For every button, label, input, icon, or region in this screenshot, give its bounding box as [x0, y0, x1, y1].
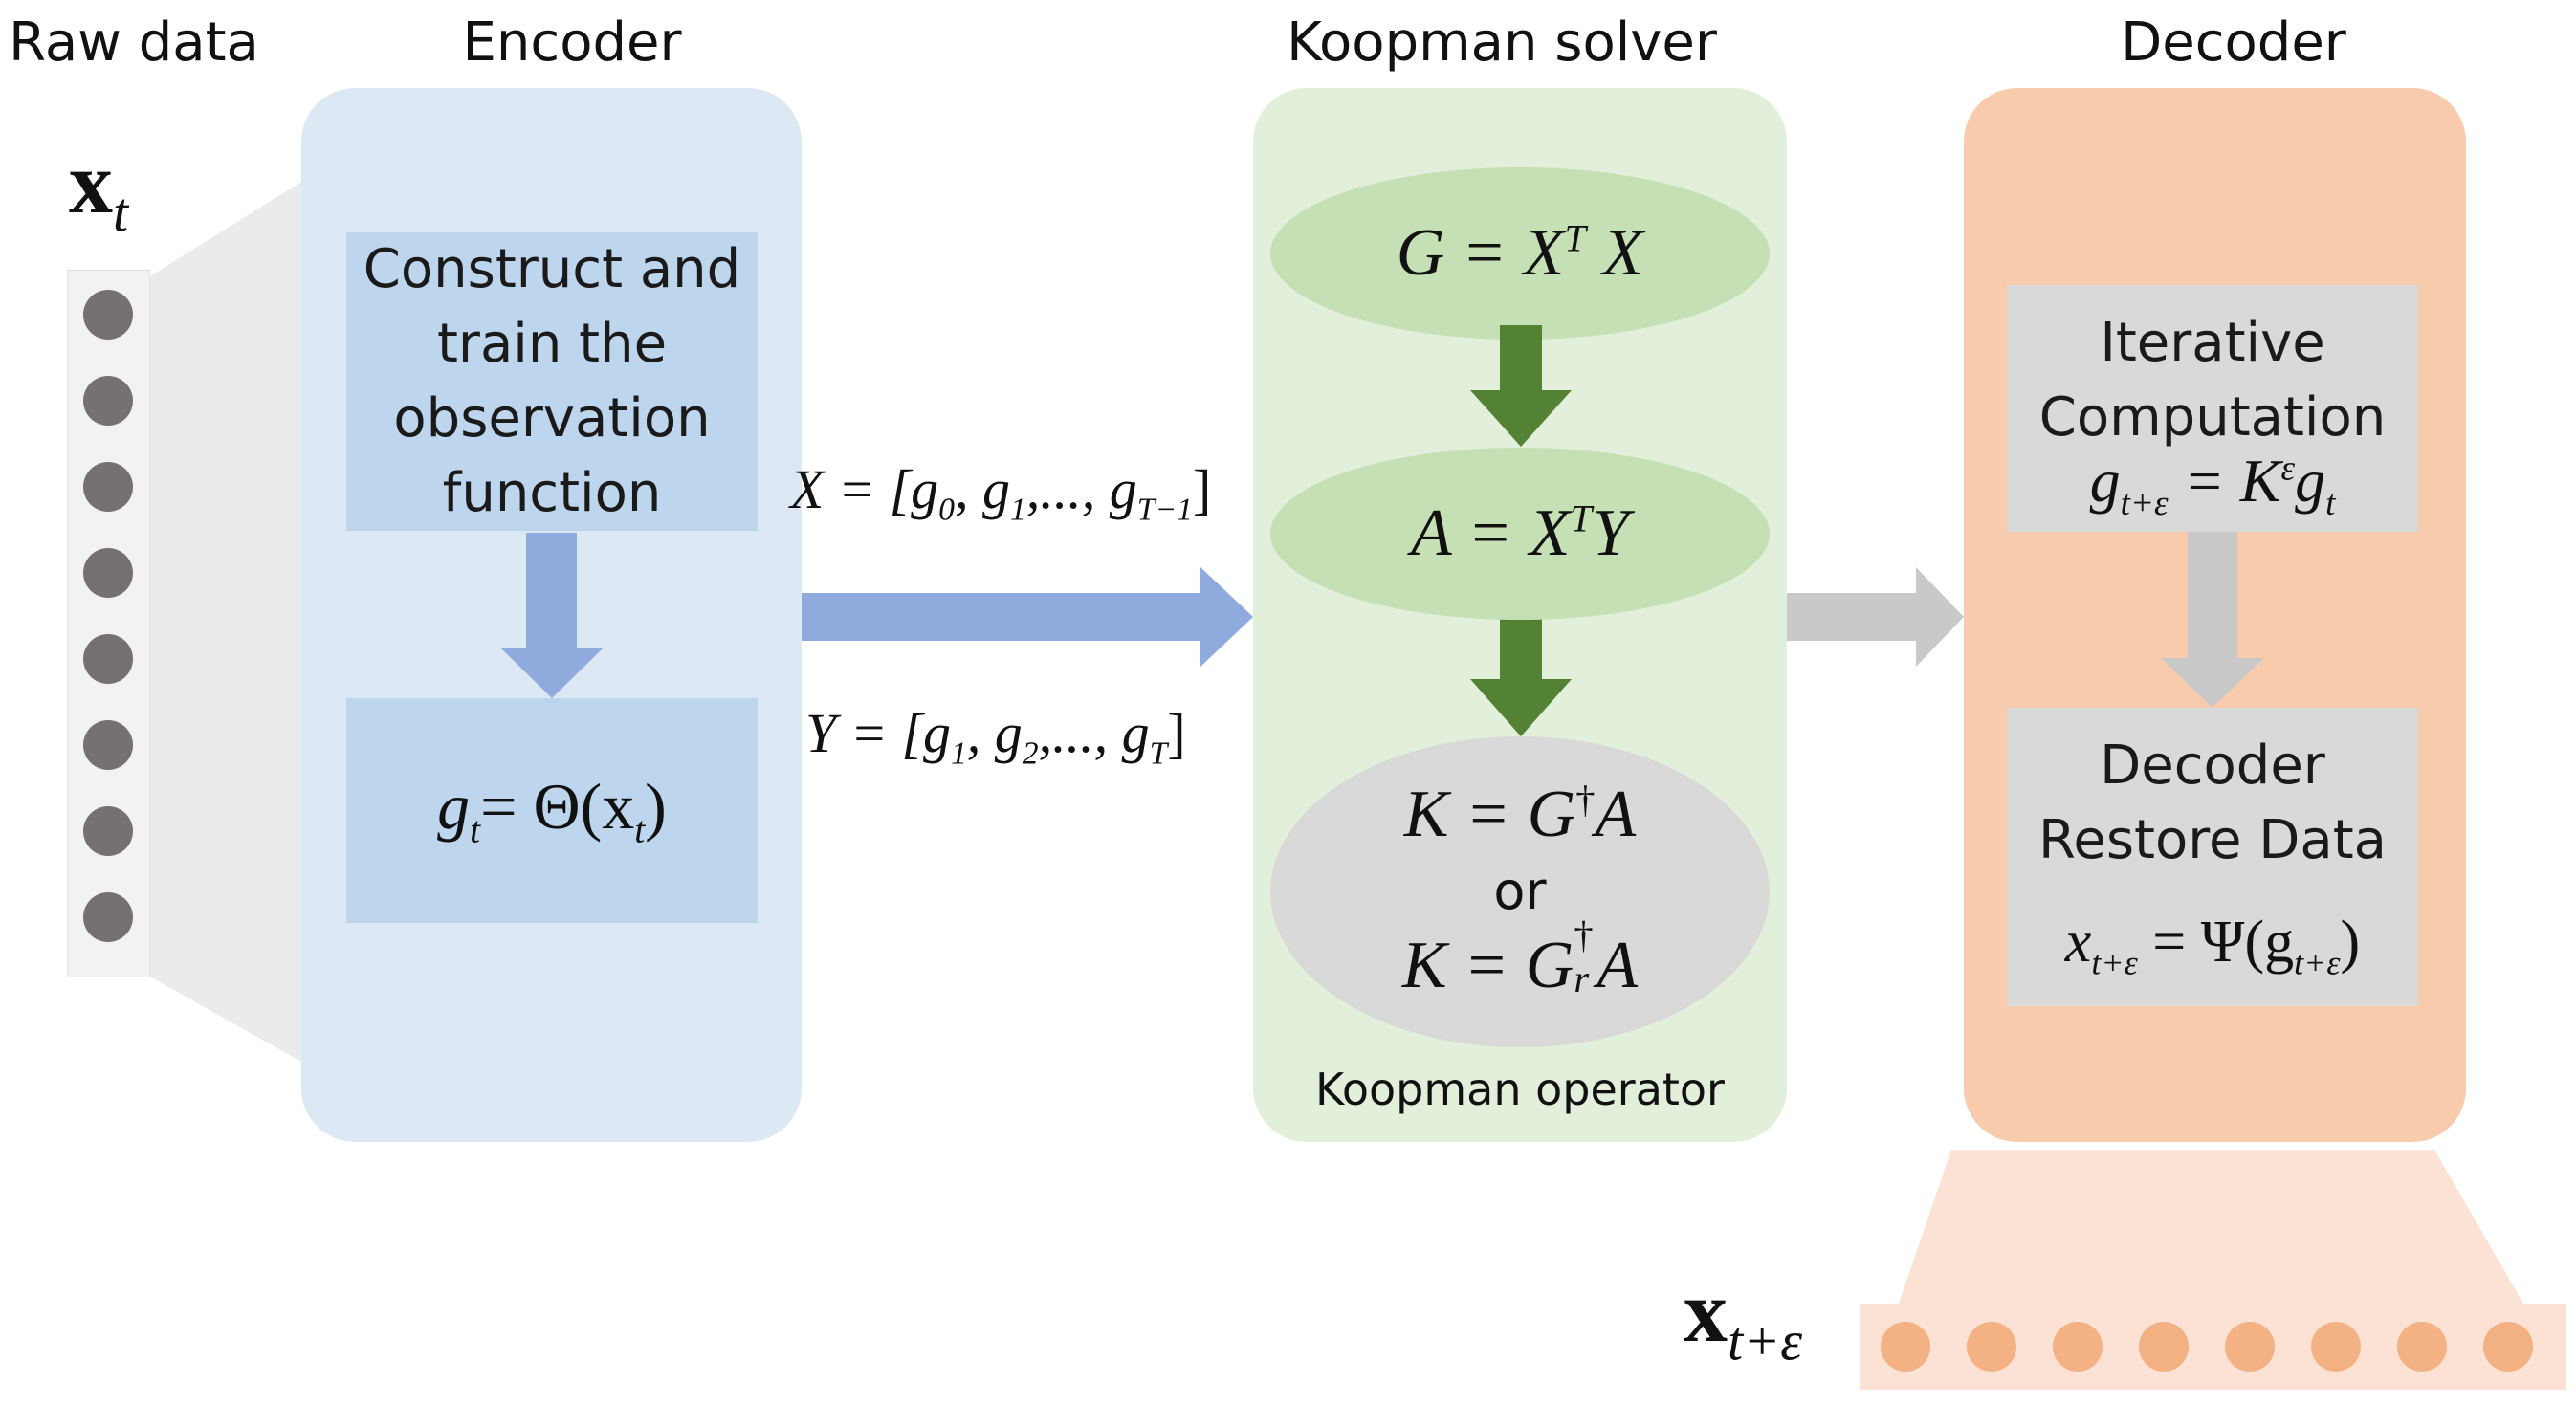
or-label: or	[1493, 861, 1547, 921]
output-node	[2053, 1322, 2103, 1372]
cross-matrix-ellipse: A = XTY	[1270, 448, 1770, 620]
koopman-to-decoder-arrow	[1787, 567, 1964, 667]
iterative-computation-box: Iterative Computation gt+ε = Kεgt	[2007, 285, 2418, 532]
input-node	[83, 376, 133, 426]
output-node	[2397, 1322, 2447, 1372]
input-node	[83, 634, 133, 684]
cross-matrix-formula: A = XTY	[1410, 496, 1629, 570]
output-trapezoid	[1899, 1150, 2523, 1304]
encoder-title: Encoder	[462, 11, 682, 74]
output-node	[2225, 1322, 2275, 1372]
decoder-formula: xt+ε = Ψ(gt+ε)	[2064, 910, 2361, 982]
input-vector-strip	[67, 270, 150, 977]
input-state-label: xt	[69, 134, 129, 244]
raw-data-title: Raw data	[9, 11, 259, 74]
decoder-title: Decoder	[2121, 11, 2346, 74]
encoder-construct-box: Construct and train the observation func…	[346, 232, 758, 531]
green-arrow-1	[1470, 325, 1572, 447]
gram-matrix-ellipse: G = XT X	[1270, 167, 1770, 340]
output-node	[2311, 1322, 2361, 1372]
input-node	[83, 806, 133, 856]
input-node	[83, 290, 133, 340]
output-node	[1881, 1322, 1930, 1372]
input-node	[83, 548, 133, 598]
input-node	[83, 720, 133, 770]
output-node	[1967, 1322, 2016, 1372]
decoder-restore-box: Decoder Restore Data xt+ε = Ψ(gt+ε)	[2007, 708, 2418, 1006]
output-node	[2483, 1322, 2533, 1372]
koopman-operator-caption: Koopman operator	[1315, 1064, 1725, 1115]
koopman-iteration-formula: gt+ε = Kεgt	[2089, 447, 2336, 523]
iterative-label: Iterative	[2100, 312, 2325, 374]
observation-function-formula: gt= Θ(xt)	[437, 770, 667, 851]
snapshot-matrix-x: X = [g0, g1,..., gT−1]	[790, 458, 1212, 528]
input-node	[83, 462, 133, 512]
restore-data-label: Restore Data	[2038, 809, 2387, 871]
input-node	[83, 892, 133, 942]
observation-function-box: gt= Θ(xt)	[346, 698, 758, 923]
encoder-to-koopman-arrow	[802, 567, 1253, 667]
output-vector-strip	[1860, 1304, 2566, 1390]
input-projection	[148, 182, 301, 1062]
output-node	[2139, 1322, 2189, 1372]
koopman-solver-title: Koopman solver	[1287, 11, 1717, 74]
gram-matrix-formula: G = XT X	[1396, 216, 1644, 290]
decoder-label: Decoder	[2100, 735, 2325, 797]
koopman-pinv-formula: K = G†A	[1403, 778, 1637, 851]
computation-label: Computation	[2038, 386, 2387, 449]
snapshot-matrix-y: Y = [g1, g2,..., gT]	[805, 702, 1186, 772]
green-arrow-2	[1470, 604, 1572, 736]
output-state-label: xt+ε	[1684, 1262, 1803, 1372]
